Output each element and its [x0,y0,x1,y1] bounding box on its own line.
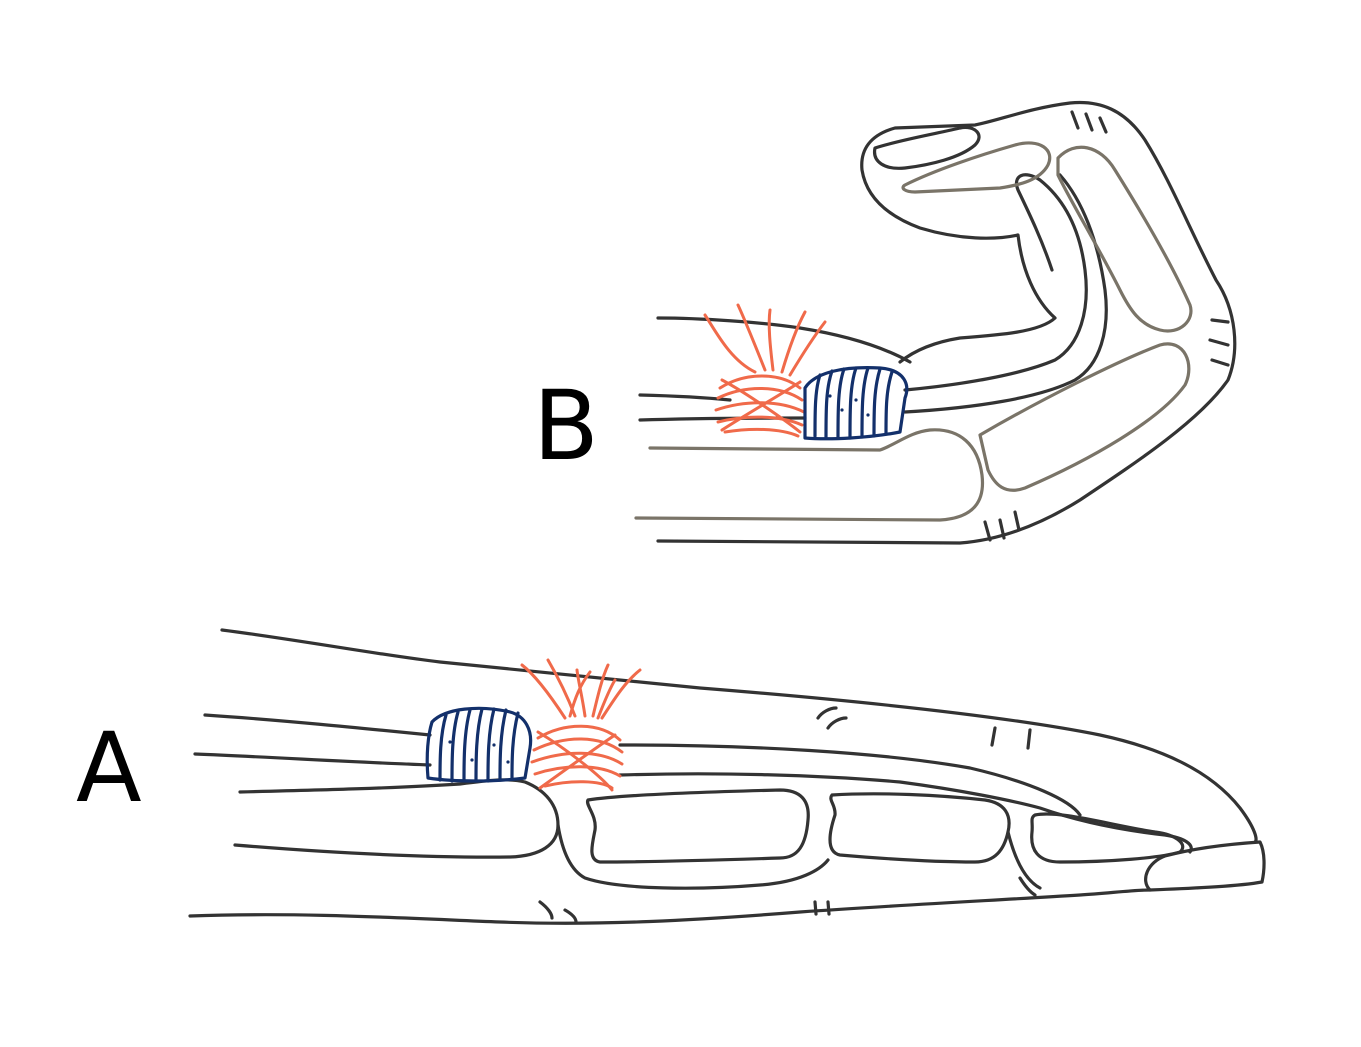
finger-b-dorsal-line [656,316,912,364]
finger-a-crease-8 [826,900,831,916]
finger-a-sheath [425,706,533,783]
finger-a-crease-6 [563,908,578,924]
finger-a-proximal-phalanx [585,788,810,864]
finger-a-tendon-line-1 [203,713,432,737]
figure-label-a: A [76,712,142,824]
finger-a-tendon-line-2 [193,752,432,767]
finger-b-tendon-line-1 [903,173,1088,392]
finger-b-proximal-phalanx [634,428,985,522]
finger-a-crease-5 [538,900,554,920]
finger-a-crease-2 [826,716,848,730]
finger-a-crease-4 [1026,728,1032,750]
finger-a-nail [1144,840,1266,892]
finger-b-distal-phalanx [1056,145,1193,333]
finger-b-crease-6 [1210,358,1230,367]
finger-a-middle-phalanx [828,792,1011,864]
finger-a-crease-7 [813,900,818,916]
finger-a-distal-phalanx [1030,812,1185,864]
finger-b-crease-7 [1070,110,1080,130]
finger-a-ligament [520,658,642,792]
finger-b-tip-bone [901,141,1052,194]
finger-b-ligament [703,303,827,438]
finger-a-tendon-line-3 [618,743,1082,817]
finger-b-tendon-line-4 [638,393,732,402]
finger-a-tendon-line-5 [233,778,560,859]
finger-a-palmar-contour [188,888,1152,925]
finger-b-crease-1 [983,520,992,542]
finger-b-crease-2 [998,518,1006,540]
finger-b-crease-5 [1208,338,1230,347]
finger-b-crease-3 [1013,510,1021,532]
finger-b-tendon-line-2 [903,173,1108,414]
finger-b-nail [873,125,981,170]
finger-a-bone-join-2 [1006,830,1042,890]
finger-a-crease-1 [816,706,838,720]
finger-a-extended [188,628,1266,925]
finger-a-crease-3 [990,726,997,747]
finger-b-crease-4 [1210,318,1230,324]
finger-b-sheath [803,366,909,441]
finger-a-tendon-line-4 [618,772,1193,854]
finger-b-middle-phalanx [978,342,1191,492]
finger-a-crease-9 [1018,876,1037,897]
finger-b-flexed [634,100,1237,545]
finger-b-outer-contour [656,100,1237,545]
finger-a-dorsal-contour [220,628,1258,844]
finger-b-crease-8 [1084,112,1094,132]
finger-a-bone-join-1 [556,823,830,890]
finger-b-crease-9 [1098,116,1108,134]
figure-label-b: B [533,370,599,482]
